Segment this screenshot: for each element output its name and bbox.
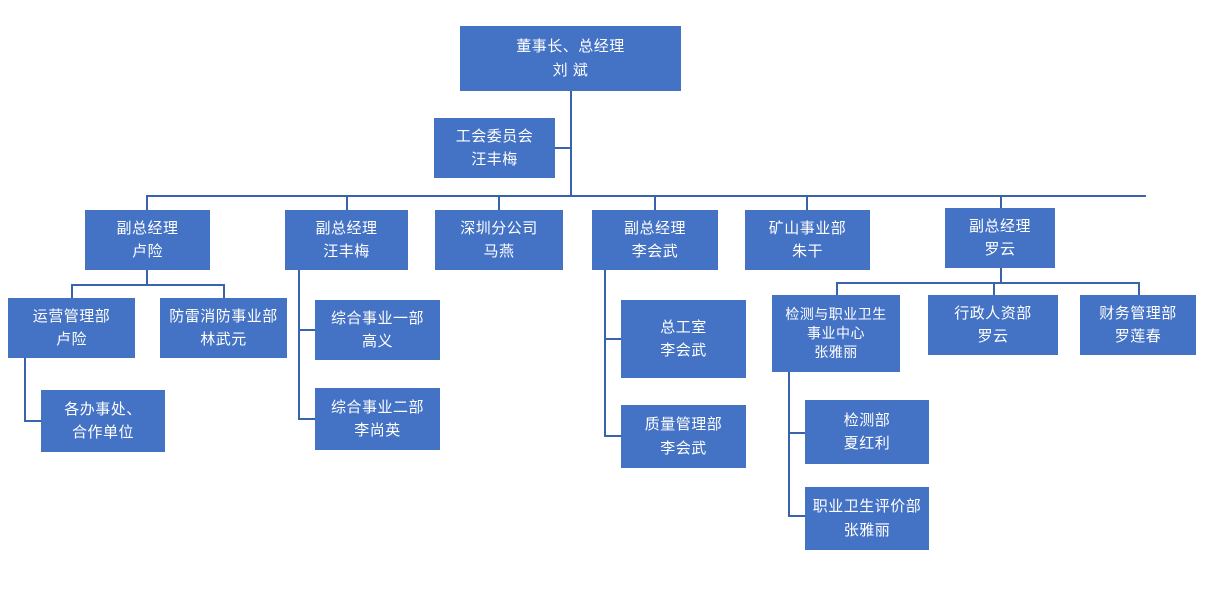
- connector-tc-to-testing-dept: [788, 432, 805, 434]
- node-admin-hr-title: 行政人资部: [954, 304, 1032, 322]
- node-occupational-health-eval-dept[interactable]: 职业卫生评价部 张雅丽: [805, 487, 929, 550]
- node-operations-dept[interactable]: 运营管理部 卢险: [8, 298, 135, 358]
- node-occ-health-person: 张雅丽: [843, 521, 891, 539]
- connector-union-stub: [555, 147, 571, 149]
- node-quality-title: 质量管理部: [644, 416, 723, 434]
- node-lightning-title: 防雷消防事业部: [169, 307, 278, 325]
- node-mining-person: 朱干: [791, 243, 823, 260]
- connector-drop-shenzhen: [498, 195, 500, 210]
- node-vp-wangfengmei[interactable]: 副总经理 汪丰梅: [285, 210, 408, 270]
- connector-tc-to-occ-health: [788, 515, 805, 517]
- node-vp-luxian[interactable]: 副总经理 卢险: [85, 210, 210, 270]
- node-occ-health-title: 职业卫生评价部: [812, 498, 922, 516]
- node-lightning-person: 林武元: [200, 331, 247, 348]
- node-offices-title: 各办事处、: [64, 400, 142, 418]
- node-vp-lihuiwu[interactable]: 副总经理 李会武: [592, 210, 718, 270]
- connector-luoyun-bus: [836, 282, 1138, 284]
- connector-operations-down: [24, 358, 26, 422]
- node-testing-dept-title: 检测部: [843, 411, 891, 429]
- connector-lihuiwu-down: [604, 270, 606, 437]
- node-operations-person: 卢险: [55, 331, 87, 348]
- connector-drop-vp-luoyun: [1000, 195, 1002, 210]
- connector-wangfengmei-down: [298, 270, 300, 420]
- connector-drop-mining: [806, 195, 808, 210]
- node-general-business-2[interactable]: 综合事业二部 李尚英: [315, 388, 440, 450]
- node-vp-luoyun-person: 罗云: [984, 241, 1016, 258]
- node-vp-lihuiwu-person: 李会武: [631, 243, 679, 260]
- node-union-person: 汪丰梅: [471, 151, 518, 168]
- node-union-committee[interactable]: 工会委员会 汪丰梅: [434, 118, 555, 178]
- node-lightning-fire-division[interactable]: 防雷消防事业部 林武元: [160, 298, 287, 358]
- connector-luxian-bus: [71, 284, 223, 286]
- node-testing-dept-person: 夏红利: [843, 435, 891, 452]
- node-mining-division[interactable]: 矿山事业部 朱干: [745, 210, 870, 270]
- node-vp-luxian-person: 卢险: [131, 243, 163, 260]
- node-admin-hr-dept[interactable]: 行政人资部 罗云: [928, 295, 1058, 355]
- node-testing-dept[interactable]: 检测部 夏红利: [805, 400, 929, 464]
- node-gb2-title: 综合事业二部: [330, 398, 424, 416]
- node-chairman-person: 刘 斌: [552, 61, 589, 79]
- node-general-business-1[interactable]: 综合事业一部 高义: [315, 300, 440, 360]
- node-offices-partners[interactable]: 各办事处、 合作单位: [41, 390, 165, 452]
- node-gb2-person: 李尚英: [354, 422, 401, 439]
- connector-drop-admin-hr: [993, 282, 995, 295]
- node-vp-luoyun-title: 副总经理: [968, 217, 1031, 235]
- node-shenzhen-branch[interactable]: 深圳分公司 马燕: [435, 210, 563, 270]
- node-finance-person: 罗莲春: [1114, 328, 1162, 345]
- connector-operations-to-offices: [24, 420, 41, 422]
- node-offices-person: 合作单位: [71, 424, 134, 441]
- node-quality-person: 李会武: [660, 439, 707, 457]
- node-vp-wangfengmei-person: 汪丰梅: [323, 243, 370, 260]
- connector-drop-finance: [1138, 282, 1140, 295]
- node-quality-dept[interactable]: 质量管理部 李会武: [621, 405, 746, 468]
- node-vp-luxian-title: 副总经理: [116, 219, 179, 237]
- node-shenzhen-title: 深圳分公司: [460, 219, 538, 237]
- node-chief-person: 李会武: [660, 342, 707, 359]
- connector-wfm-to-gb2: [298, 418, 315, 420]
- node-vp-luoyun[interactable]: 副总经理 罗云: [945, 208, 1055, 268]
- node-admin-hr-person: 罗云: [977, 328, 1009, 345]
- connector-drop-vp-wangfengmei: [346, 195, 348, 210]
- node-testing-center-title: 检测与职业卫生: [785, 306, 887, 323]
- node-finance-title: 财务管理部: [1099, 304, 1177, 322]
- connector-level1-bus: [146, 195, 1146, 197]
- node-gb1-title: 综合事业一部: [330, 309, 424, 327]
- connector-luxian-down: [146, 270, 148, 284]
- connector-lhw-to-quality: [604, 435, 621, 437]
- node-chief-engineer-office[interactable]: 总工室 李会武: [621, 300, 746, 378]
- connector-wfm-to-gb1: [298, 329, 315, 331]
- node-finance-dept[interactable]: 财务管理部 罗莲春: [1080, 295, 1196, 355]
- node-testing-center-person: 张雅丽: [814, 343, 858, 360]
- connector-chairman-trunk: [570, 91, 572, 196]
- connector-drop-vp-lihuiwu: [654, 195, 656, 210]
- node-vp-lihuiwu-title: 副总经理: [623, 219, 686, 237]
- node-testing-center-title2: 事业中心: [807, 325, 865, 342]
- node-chairman[interactable]: 董事长、总经理 刘 斌: [460, 26, 681, 91]
- node-testing-health-center[interactable]: 检测与职业卫生 事业中心 张雅丽: [772, 295, 900, 372]
- connector-testing-center-down: [788, 372, 790, 517]
- node-operations-title: 运营管理部: [32, 307, 111, 325]
- node-chairman-title: 董事长、总经理: [516, 38, 625, 56]
- node-mining-title: 矿山事业部: [768, 219, 847, 237]
- connector-luoyun-down: [1000, 268, 1002, 282]
- node-union-title: 工会委员会: [455, 127, 534, 145]
- connector-drop-operations: [71, 284, 73, 298]
- connector-lhw-to-chief: [604, 338, 621, 340]
- connector-drop-vp-luxian: [146, 195, 148, 210]
- connector-drop-testing-center: [836, 282, 838, 295]
- node-chief-title: 总工室: [660, 318, 707, 336]
- node-shenzhen-person: 马燕: [483, 243, 515, 260]
- node-vp-wangfengmei-title: 副总经理: [315, 219, 378, 237]
- node-gb1-person: 高义: [361, 333, 393, 350]
- connector-drop-lightning: [223, 284, 225, 298]
